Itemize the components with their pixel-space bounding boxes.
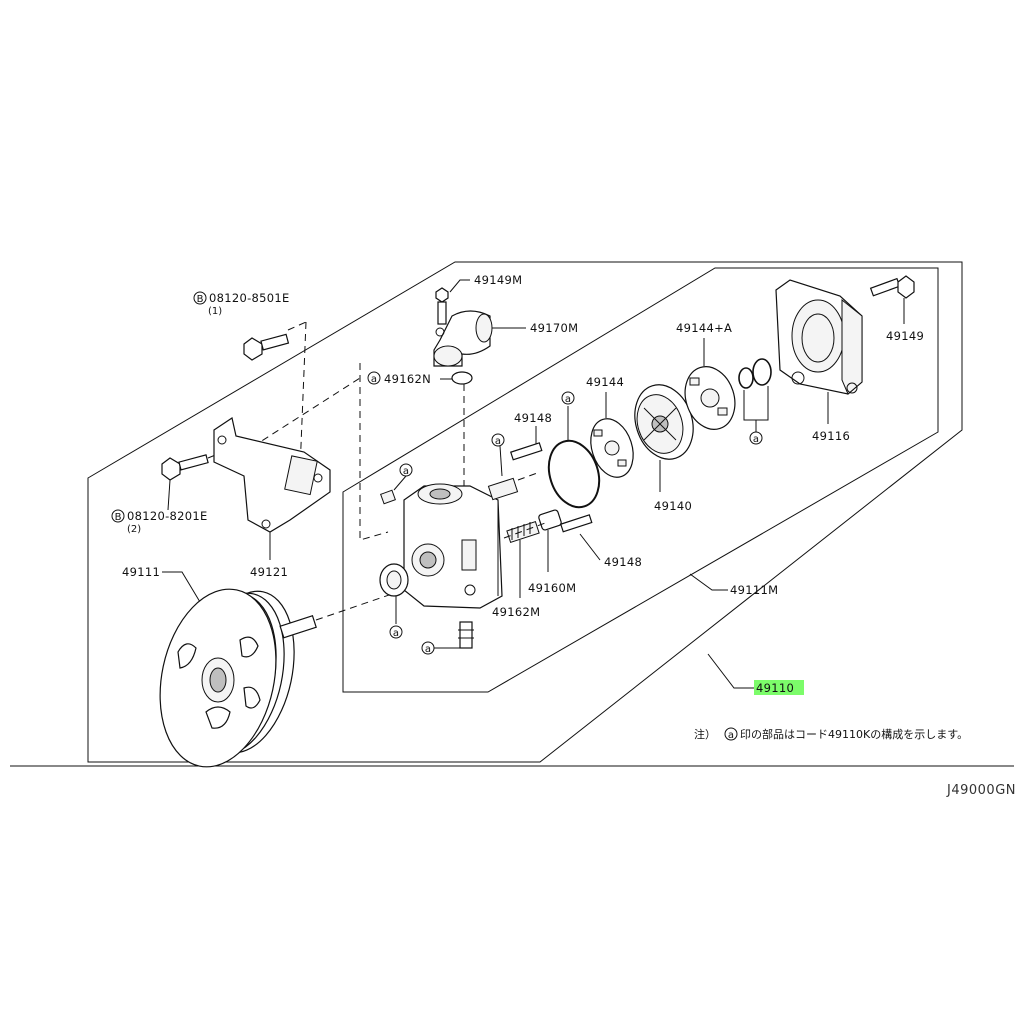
inner-assembly-frame [342, 267, 939, 693]
label-49144: 49144 [586, 375, 624, 389]
svg-text:a: a [393, 628, 399, 639]
label-49149m: 49149M [474, 273, 522, 287]
orings-small: a [738, 358, 772, 445]
label-49111: 49111 [122, 565, 160, 579]
label-49148-lower: 49148 [604, 555, 642, 569]
note-prefix: 注） [694, 727, 716, 741]
label-qty-1: (1) [208, 306, 222, 317]
pin-49148-lower: 49148 [560, 514, 642, 569]
bracket-49121: 49121 [213, 417, 331, 579]
svg-text:a: a [565, 394, 571, 405]
highlight-49110 [754, 680, 804, 695]
leader-49110: 49110 [707, 653, 804, 695]
label-49144a: 49144+A [676, 321, 732, 335]
connector-bottom: a [421, 621, 474, 655]
bolt-49149: 49149 [869, 275, 924, 343]
svg-text:a: a [425, 644, 431, 655]
svg-text:a: a [728, 730, 734, 741]
fitting-49170m: 49170M [433, 310, 578, 367]
label-49162n: 49162N [384, 372, 431, 386]
svg-text:a: a [371, 374, 377, 385]
svg-text:B: B [115, 512, 122, 523]
pin-a-top: a [380, 463, 413, 505]
label-qty-2: (2) [127, 524, 141, 535]
svg-text:B: B [197, 294, 204, 305]
seal-ring: a [379, 563, 409, 639]
plate-49144: 49144 [586, 375, 634, 478]
pump-body [403, 483, 503, 609]
footnote: 注） a 印の部品はコード49110Kの構成を示します。 [694, 727, 968, 741]
plate-49144a: 49144+A [676, 321, 736, 430]
pin-49148-upper: 49148 [510, 411, 552, 461]
oring-49162n: a 49162N [367, 371, 473, 486]
label-49149: 49149 [886, 329, 924, 343]
outer-assembly-frame [87, 261, 963, 763]
svg-text:a: a [753, 434, 759, 445]
label-49160m: 49160M [528, 581, 576, 595]
diagram-code: J49000GN [946, 783, 1016, 798]
spring-upper: a [487, 433, 541, 501]
pulley-49111: 49111 [122, 565, 393, 768]
oring-large: a [547, 391, 601, 509]
bolt-49149m: 49149M [435, 273, 522, 325]
label-49140: 49140 [654, 499, 692, 513]
label-49111m: 49111M [730, 583, 778, 597]
label-49170m: 49170M [530, 321, 578, 335]
bolt-08120-8201e: B 08120-8201E (2) [111, 449, 229, 535]
rotor-49140: 49140 [634, 384, 694, 513]
label-49110: 49110 [756, 681, 794, 695]
spring-49162m: 49162M [492, 521, 540, 619]
note-text: 印の部品はコード49110Kの構成を示します。 [740, 727, 968, 741]
label-49148-upper: 49148 [514, 411, 552, 425]
bolt-08120-8501e: B 08120-8501E (1) [193, 291, 307, 361]
leader-49111m: 49111M [689, 573, 778, 597]
label-49162m: 49162M [492, 605, 540, 619]
svg-text:a: a [495, 436, 501, 447]
label-08120-8501e: 08120-8501E [209, 291, 290, 305]
label-08120-8201e: 08120-8201E [127, 509, 208, 523]
valve-49160m: 49160M [528, 509, 576, 595]
label-49121: 49121 [250, 565, 288, 579]
label-49116: 49116 [812, 429, 850, 443]
housing-49116: 49116 [775, 279, 863, 443]
svg-text:a: a [403, 466, 409, 477]
